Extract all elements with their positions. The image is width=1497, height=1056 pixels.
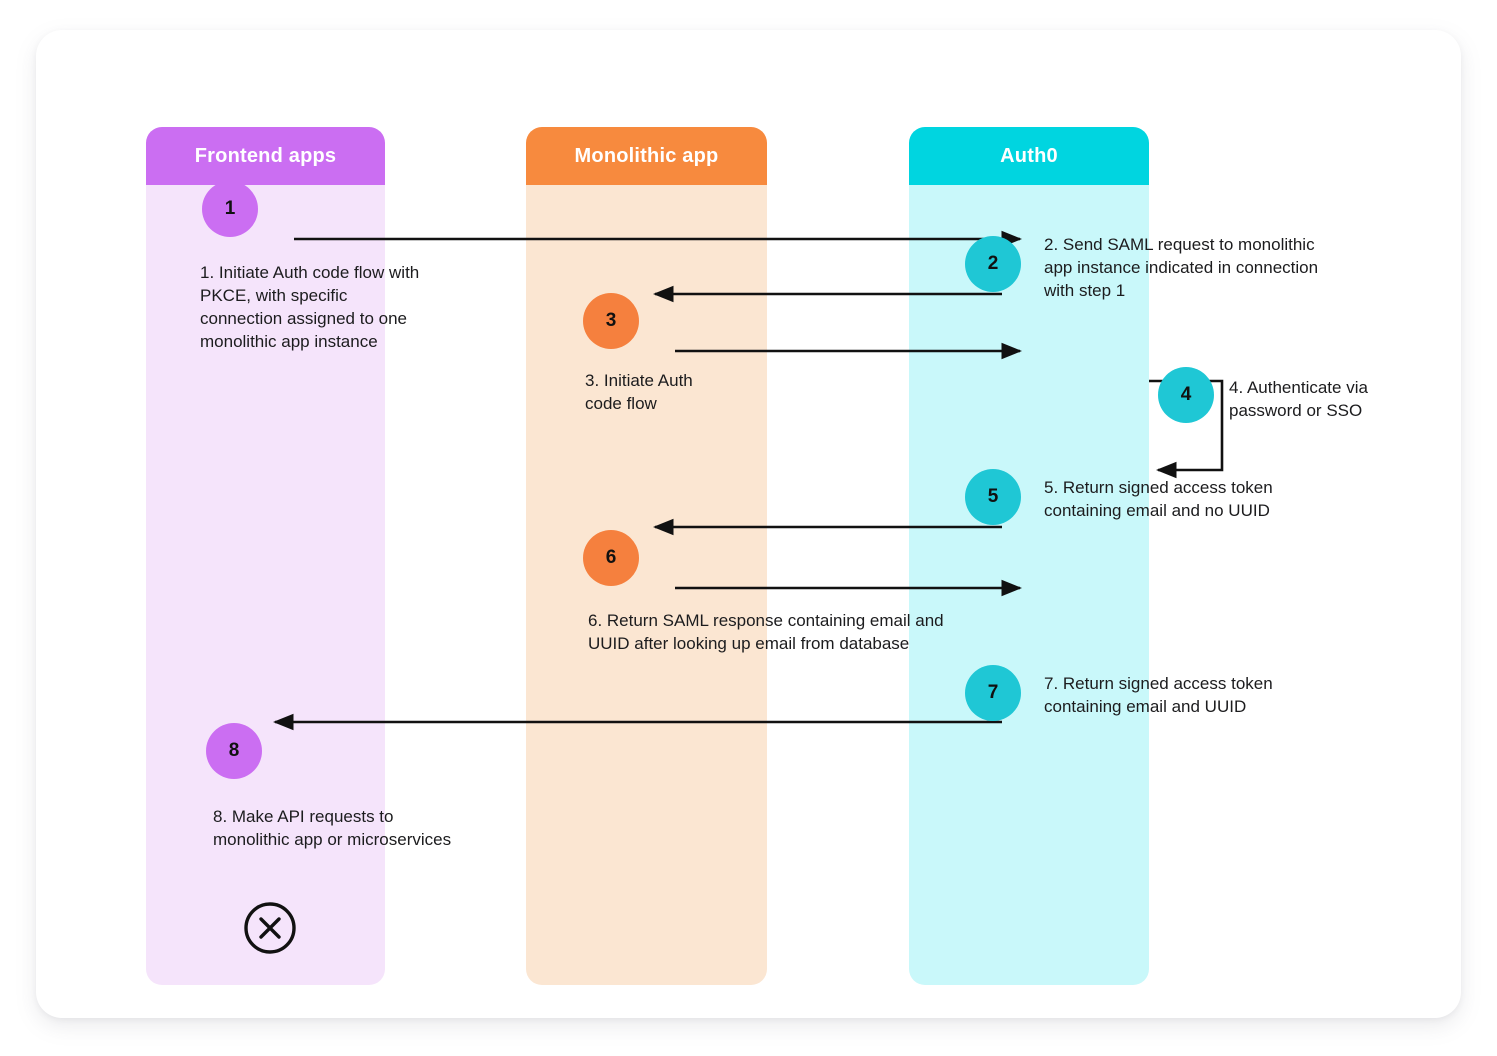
- step-number-6: 6: [605, 547, 617, 568]
- step-marker-8: 8: [206, 723, 262, 779]
- column-auth0: Auth0: [909, 127, 1149, 985]
- step-marker-4: 4: [1158, 367, 1214, 423]
- step-text-5: 5. Return signed access token containing…: [1044, 478, 1273, 520]
- column-auth0-lane: [909, 185, 1149, 985]
- diagram-card: Frontend apps Monolithic app Auth0: [36, 30, 1461, 1018]
- step-marker-7: 7: [965, 665, 1021, 721]
- step-number-3: 3: [605, 310, 617, 331]
- step-text-1: 1. Initiate Auth code flow with PKCE, wi…: [200, 263, 420, 351]
- step-marker-1: 1: [202, 181, 258, 237]
- step-text-8: 8. Make API requests to monolithic app o…: [213, 807, 452, 849]
- column-label-auth0: Auth0: [1000, 144, 1058, 167]
- column-header-monolithic-app: Monolithic app: [526, 127, 767, 185]
- step-number-7: 7: [987, 682, 999, 703]
- step-number-2: 2: [987, 253, 999, 274]
- step-marker-3: 3: [583, 293, 639, 349]
- step-text-4: 4. Authenticate via password or SSO: [1229, 378, 1368, 420]
- column-label-monolithic-app: Monolithic app: [574, 144, 719, 167]
- column-monolithic-app-lane: [526, 185, 767, 985]
- step-marker-5: 5: [965, 469, 1021, 525]
- step-number-8: 8: [228, 740, 240, 761]
- step-text-3: 3. Initiate Auth code flow: [585, 371, 693, 413]
- column-frontend-apps: Frontend apps: [146, 127, 385, 985]
- end-of-flow-marker: [244, 902, 296, 954]
- column-header-frontend-apps: Frontend apps: [146, 127, 385, 185]
- step-marker-2: 2: [965, 236, 1021, 292]
- step-text-7: 7. Return signed access token containing…: [1044, 674, 1273, 716]
- x-circle-icon: [244, 902, 296, 954]
- step-number-5: 5: [987, 486, 999, 507]
- column-header-auth0: Auth0: [909, 127, 1149, 185]
- column-label-frontend-apps: Frontend apps: [194, 144, 337, 167]
- step-text-2: 2. Send SAML request to monolithic app i…: [1044, 235, 1319, 300]
- step-marker-6: 6: [583, 530, 639, 586]
- column-monolithic-app: Monolithic app: [526, 127, 767, 985]
- step-number-4: 4: [1180, 384, 1192, 405]
- step-text-6: 6. Return SAML response containing email…: [588, 611, 944, 653]
- step-number-1: 1: [224, 198, 236, 219]
- column-frontend-apps-lane: [146, 185, 385, 985]
